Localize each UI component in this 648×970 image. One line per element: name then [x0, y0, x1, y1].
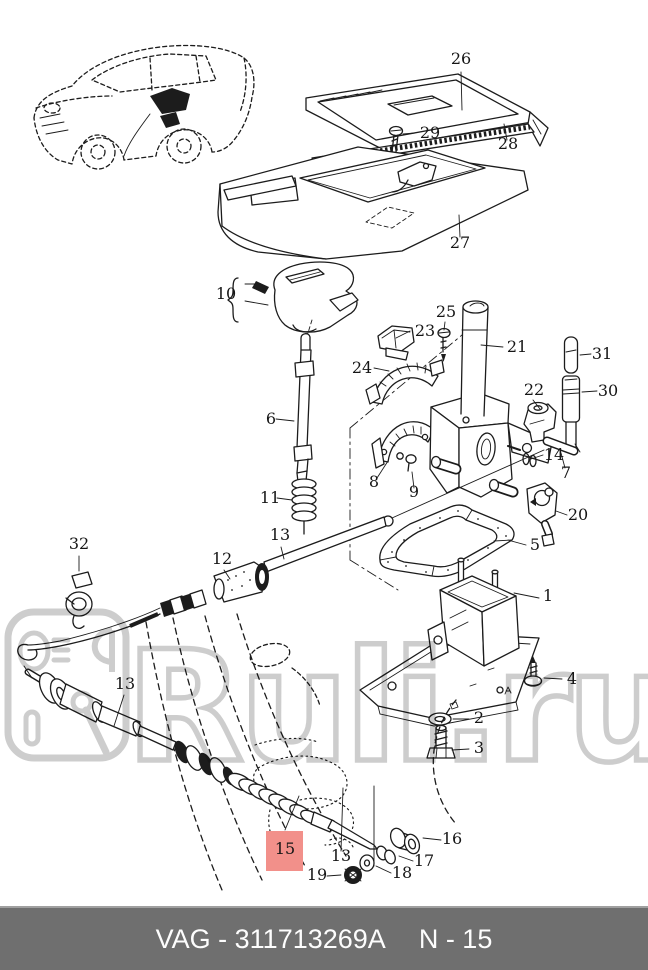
- highlighted-part-box: [266, 831, 303, 871]
- car-locator-sketch: [33, 44, 255, 170]
- shift-knob: [227, 261, 359, 337]
- part-label-6: 6: [266, 409, 276, 428]
- part-label-13: 13: [331, 846, 351, 865]
- spring: [291, 478, 317, 535]
- shifter-location-highlight: [150, 88, 190, 114]
- small-screw-25: [437, 327, 451, 362]
- part-label-30: 30: [598, 381, 618, 400]
- cable-clamp: [65, 571, 93, 630]
- shift-bracket: [429, 392, 553, 498]
- part-label-16: 16: [442, 829, 462, 848]
- switch-block: [377, 325, 415, 361]
- gasket-stipple: [387, 510, 507, 573]
- bracket-22: [523, 401, 557, 443]
- joint-block-20: [526, 482, 558, 547]
- console: [217, 146, 529, 260]
- lower-cable: [23, 665, 421, 884]
- base-housing: [359, 557, 540, 727]
- part-label-18: 18: [392, 863, 412, 882]
- part-label-28: 28: [498, 134, 518, 153]
- part-label-19: 19: [307, 865, 327, 884]
- part-label-23: 23: [415, 321, 435, 340]
- part-label-22: 22: [524, 380, 544, 399]
- footer-page-number: N - 15: [418, 923, 493, 954]
- washer-2: [428, 712, 452, 726]
- part-label-8: 8: [369, 472, 379, 491]
- footer-part-number: VAG - 311713269A: [155, 923, 386, 954]
- bushing-17: [376, 845, 396, 865]
- lever-tube: [460, 300, 489, 417]
- part-label-13: 13: [270, 525, 290, 544]
- part-label-21: 21: [507, 337, 527, 356]
- part-label-2: 2: [474, 708, 484, 727]
- washer-18: [359, 854, 375, 872]
- bushing-16: [389, 827, 421, 855]
- part-label-9: 9: [409, 482, 419, 501]
- part-label-5: 5: [530, 535, 540, 554]
- part-label-14: 14: [544, 445, 564, 464]
- gasket-frame: [379, 504, 515, 578]
- part-label-15-highlighted: 15: [275, 839, 295, 858]
- flange-screw-4: [523, 656, 543, 687]
- pivot-pin-9: [396, 452, 417, 472]
- footer-bar: VAG - 311713269A N - 15: [0, 906, 648, 970]
- leader-lines: [78, 71, 598, 877]
- shift-rod: [293, 333, 315, 483]
- bracket-brace-10: [227, 277, 239, 323]
- part-label-29: 29: [420, 123, 440, 142]
- upper-cable: [17, 515, 394, 661]
- exploded-parts-diagram: 2629282710232524213130226118914720514233…: [17, 44, 618, 891]
- cover-tray: [305, 73, 549, 149]
- part-label-20: 20: [568, 505, 588, 524]
- part-label-31: 31: [592, 344, 612, 363]
- pin-7: [542, 436, 581, 456]
- part-label-13: 13: [115, 674, 135, 693]
- link-line: [391, 449, 545, 519]
- part-label-1: 1: [543, 586, 553, 605]
- pin-31: [563, 336, 579, 374]
- part-label-24: 24: [352, 358, 372, 377]
- part-label-4: 4: [567, 669, 577, 688]
- part-label-27: 27: [450, 233, 470, 252]
- threaded-sleeve-15: [227, 772, 335, 833]
- quadrant-upper: [365, 359, 445, 405]
- part-label-7: 7: [561, 463, 571, 482]
- part-label-32: 32: [69, 534, 89, 553]
- part-label-25: 25: [436, 302, 456, 321]
- nut-19: [344, 866, 362, 884]
- part-label-12: 12: [212, 549, 232, 568]
- part-label-11: 11: [260, 488, 280, 507]
- part-label-10: 10: [216, 284, 236, 303]
- quadrant-lower: [371, 421, 435, 469]
- part-label-17: 17: [414, 851, 434, 870]
- part-label-26: 26: [451, 49, 471, 68]
- part-label-3: 3: [474, 738, 484, 757]
- sleeve-30: [561, 375, 581, 452]
- bolt-3: [426, 724, 456, 759]
